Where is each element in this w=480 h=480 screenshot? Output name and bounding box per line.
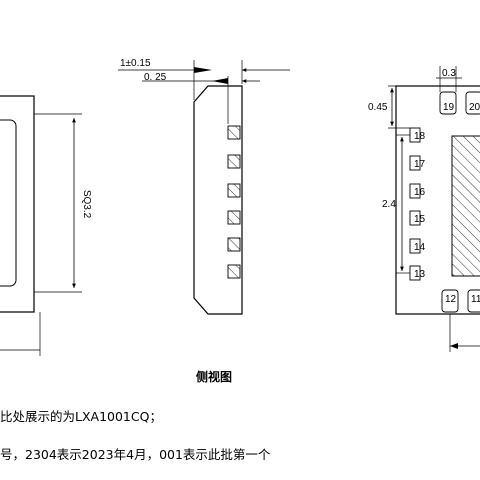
side-dim-second-label: 0. 25	[144, 72, 167, 83]
pin-pad	[441, 289, 459, 313]
bottom-view: 18 17 16 15 14 13 19 20 12 11 0.3 0.	[368, 66, 480, 352]
pin-row-bottom: 12 11	[441, 289, 480, 313]
bottom-center-pad	[451, 135, 480, 277]
side-pad	[227, 264, 241, 279]
pin-label-11: 11	[471, 294, 480, 305]
pin-column-left: 18 17 16 15 14 13	[409, 127, 426, 281]
side-dim-top-label: 1±0.15	[120, 58, 151, 69]
pin-label-20: 20	[469, 102, 480, 113]
side-pads	[227, 125, 241, 279]
pin-label-18: 18	[414, 131, 426, 142]
pin-row-top: 19 20	[439, 91, 480, 115]
pin-label-15: 15	[414, 214, 426, 225]
side-pad	[227, 210, 241, 225]
side-pad	[227, 183, 241, 198]
pin-pad	[465, 91, 480, 115]
note-line-2: 号，2304表示2023年4月，001表示此批第一个	[0, 447, 271, 462]
bottom-dim-span-label: 2.4	[382, 199, 396, 210]
pin-label-14: 14	[414, 242, 426, 253]
side-pad	[227, 154, 241, 169]
pin-pad	[409, 238, 421, 254]
pin-pad	[467, 289, 480, 313]
pin-label-13: 13	[414, 269, 426, 280]
bottom-dim-lower-arrow	[450, 343, 458, 349]
front-size-label: SQ3.2	[81, 190, 92, 219]
pin-label-12: 12	[445, 294, 457, 305]
side-pad	[227, 237, 241, 252]
note-line-1: 比处展示的为LXA1001CQ；	[0, 409, 162, 424]
pin-pad	[409, 155, 421, 171]
pin-pad	[439, 91, 457, 115]
pin-pad	[409, 183, 421, 199]
side-pad	[227, 125, 241, 140]
side-arrow-second	[212, 78, 228, 84]
front-inner-window	[0, 119, 17, 287]
pin-label-16: 16	[414, 187, 426, 198]
bottom-body-outline	[395, 85, 480, 315]
bottom-dim-pad-width-label: 0.3	[442, 68, 456, 79]
bottom-dim-offset-label: 0.45	[368, 102, 388, 113]
side-view-caption: 侧视图	[196, 370, 233, 384]
side-body-outline	[193, 85, 243, 315]
pin-pad	[409, 210, 421, 226]
side-arrow-top-left	[194, 67, 212, 73]
pin-label-19: 19	[443, 102, 455, 113]
pin-label-17: 17	[414, 159, 426, 170]
front-view: SQ3.2	[0, 95, 92, 356]
side-view: 1±0.15 0. 25	[118, 58, 290, 315]
front-body-outline	[0, 95, 35, 313]
